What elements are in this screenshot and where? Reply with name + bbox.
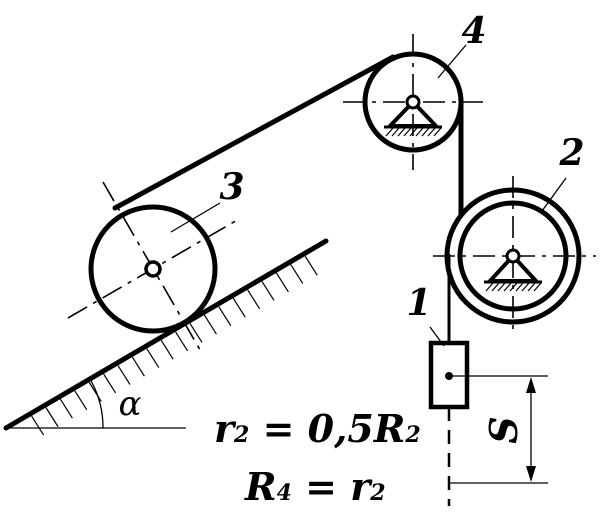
angle-arc xyxy=(89,378,104,429)
support-hatch-stroke xyxy=(391,127,400,137)
support-hatch-stroke xyxy=(421,127,430,137)
disc-3 xyxy=(67,181,240,356)
formula-1-right-subscript: 2 xyxy=(404,422,420,448)
drum-2 xyxy=(433,176,596,336)
incline-hatch-stroke xyxy=(74,390,88,411)
disc-3-center-pin xyxy=(144,260,162,278)
drum-2-pin xyxy=(505,248,521,264)
incline-hatch-stroke xyxy=(261,281,275,301)
incline-hatch-stroke xyxy=(290,264,304,284)
formula-line-1: r2 = 0,5R2 xyxy=(214,406,421,451)
pulley-4-base-hatching xyxy=(385,127,442,137)
incline-hatch-stroke xyxy=(160,339,174,360)
incline-hatching xyxy=(31,255,318,436)
pulley-4-pin xyxy=(405,94,421,110)
label-body-1: 1 xyxy=(406,282,431,324)
formula-line-2: R4 = r2 xyxy=(244,464,386,509)
label-body-4: 4 xyxy=(461,10,486,52)
formula-1-left-subscript: 2 xyxy=(233,422,249,448)
incline-hatch-stroke xyxy=(31,415,45,436)
formula-1-left-symbol: r xyxy=(214,406,237,451)
support-hatch-stroke xyxy=(433,127,442,137)
formula-1-middle: = 0,5 xyxy=(249,406,373,451)
support-hatch-stroke xyxy=(527,282,536,292)
leader-2 xyxy=(541,177,567,212)
formula-1-right-symbol: R xyxy=(373,406,406,451)
incline-hatch-stroke xyxy=(304,255,318,276)
incline-hatch-stroke xyxy=(189,323,203,343)
drum-2-base-hatching xyxy=(485,282,542,292)
inclined-plane xyxy=(3,238,329,436)
support-hatch-stroke xyxy=(491,282,500,292)
drum-2-support xyxy=(484,248,542,292)
formula-2-middle: = xyxy=(292,464,350,509)
incline-hatch-stroke xyxy=(175,331,189,352)
leader-3 xyxy=(170,202,221,233)
formula-2-right-symbol: r xyxy=(350,464,373,509)
incline-hatch-stroke xyxy=(131,356,145,377)
label-leaders xyxy=(170,44,567,347)
support-hatch-stroke xyxy=(503,282,512,292)
label-body-3: 3 xyxy=(219,166,244,208)
incline-hatch-stroke xyxy=(103,373,117,394)
cable-disc3-to-pulley4 xyxy=(112,54,396,211)
incline-hatch-stroke xyxy=(88,382,102,402)
leader-4 xyxy=(437,44,467,79)
formula-2-right-subscript: 2 xyxy=(369,480,385,506)
support-hatch-stroke xyxy=(497,282,506,292)
support-hatch-stroke xyxy=(521,282,530,292)
support-hatch-stroke xyxy=(515,282,524,292)
support-hatch-stroke xyxy=(415,127,424,137)
incline-hatch-stroke xyxy=(117,365,131,385)
incline-hatch-stroke xyxy=(275,272,289,293)
support-hatch-stroke xyxy=(427,127,436,137)
support-hatch-stroke xyxy=(397,127,406,137)
pulley-4-support xyxy=(384,94,442,137)
label-displacement-s: S xyxy=(481,416,526,443)
label-angle-alpha: α xyxy=(119,384,142,424)
support-hatch-stroke xyxy=(485,282,494,292)
support-hatch-stroke xyxy=(385,127,394,137)
s-arrow-down xyxy=(526,466,536,482)
formula-2-left-symbol: R xyxy=(244,464,277,509)
incline-hatch-stroke xyxy=(45,407,59,427)
incline-hatch-stroke xyxy=(232,297,246,318)
support-hatch-stroke xyxy=(409,127,418,137)
support-hatch-stroke xyxy=(403,127,412,137)
incline-hatch-stroke xyxy=(59,398,73,419)
load-1 xyxy=(428,340,548,506)
incline-surface xyxy=(3,238,329,431)
leader-1 xyxy=(429,326,445,347)
support-hatch-stroke xyxy=(533,282,542,292)
s-arrow-up xyxy=(526,377,536,393)
incline-hatch-stroke xyxy=(146,348,160,369)
label-body-2: 2 xyxy=(558,132,584,174)
incline-hatch-stroke xyxy=(247,289,261,310)
pulley-4 xyxy=(343,34,483,170)
incline-hatch-stroke xyxy=(218,306,232,326)
incline-hatch-stroke xyxy=(203,314,217,335)
support-hatch-stroke xyxy=(509,282,518,292)
disc-3-rim xyxy=(88,204,218,334)
formula-2-left-subscript: 4 xyxy=(277,480,292,506)
